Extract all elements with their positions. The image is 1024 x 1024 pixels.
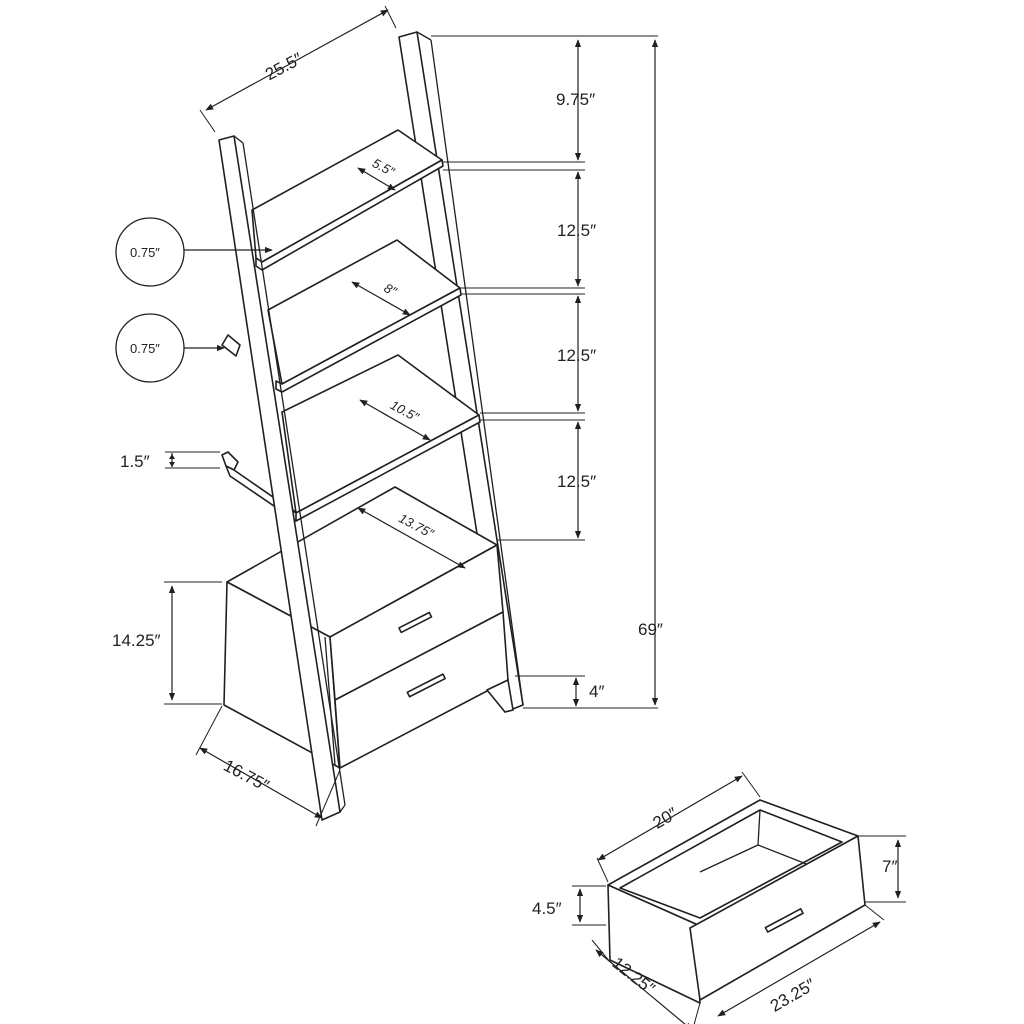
label-drawer-side-height: 4.5″ [532, 899, 562, 918]
label-drawer-front-height: 7″ [882, 857, 897, 876]
label-drawer-front-width: 23.25″ [767, 975, 819, 1016]
shelf-1 [251, 129, 444, 271]
ladder-bookcase [218, 31, 524, 821]
label-shelf-gap-1: 12.5″ [557, 221, 596, 240]
drawer [572, 771, 906, 1024]
label-base-depth: 16.75″ [220, 756, 272, 796]
label-top-gap: 9.75″ [556, 90, 595, 109]
drawer-cabinet [223, 486, 514, 769]
dimension-lines [115, 5, 659, 827]
label-shelf-thickness-1: 0.75″ [130, 245, 160, 260]
label-total-height: 69″ [638, 620, 663, 639]
label-lip-height: 1.5″ [120, 452, 150, 471]
label-width-top: 25.5″ [262, 49, 305, 84]
label-shelf-gap-3: 12.5″ [557, 472, 596, 491]
label-floor-clearance: 4″ [589, 682, 604, 701]
label-shelf-gap-2: 12.5″ [557, 346, 596, 365]
callout-circle-1 [115, 217, 185, 287]
label-shelf-thickness-2: 0.75″ [130, 341, 160, 356]
label-cabinet-height: 14.25″ [112, 631, 161, 650]
label-drawer-width: 20″ [650, 804, 681, 833]
